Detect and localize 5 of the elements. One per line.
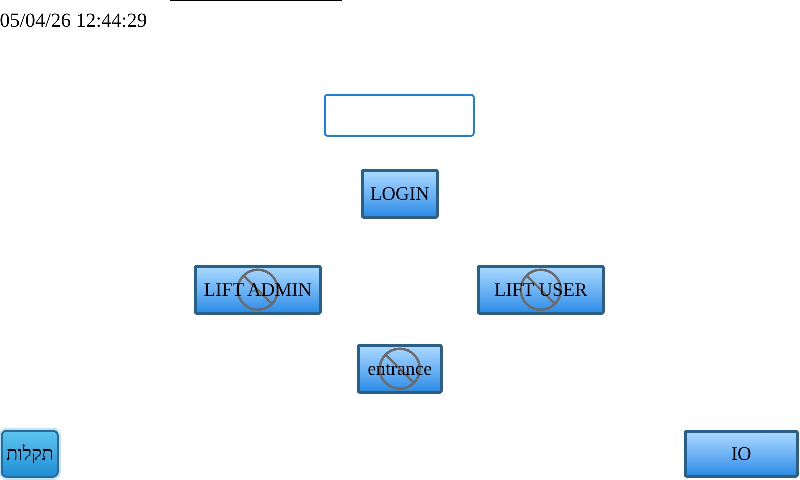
menu-button: LOGIN [361,169,439,219]
menu-button: IO [684,430,799,478]
input-field [324,94,475,137]
date-time-label: 05/04/26 12:44:29 [0,11,148,31]
menu-button: תקלות [1,430,59,478]
